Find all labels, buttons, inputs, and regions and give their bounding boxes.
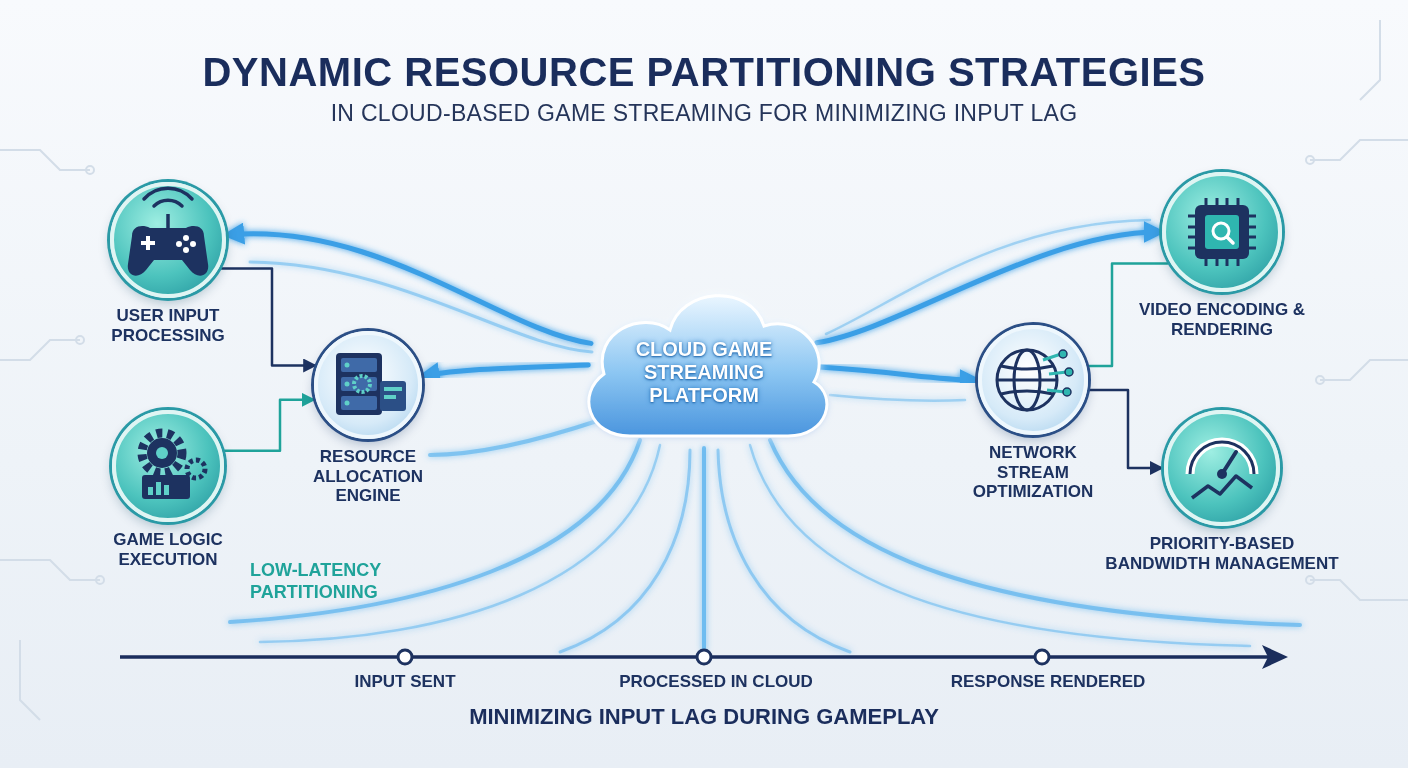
glow-stream bbox=[430, 420, 600, 455]
glow-stream bbox=[702, 448, 706, 650]
timeline-label: INPUT SENT bbox=[295, 672, 515, 692]
circuit-traces bbox=[0, 20, 1408, 720]
circuit-trace bbox=[1360, 20, 1380, 100]
flow-connector bbox=[225, 400, 313, 451]
cloud-text-group: CLOUD GAME STREAMING PLATFORM bbox=[614, 338, 794, 407]
flow-connector bbox=[222, 269, 315, 366]
circuit-trace bbox=[0, 560, 100, 580]
timeline-arrowhead bbox=[1262, 645, 1288, 669]
timeline-marker bbox=[398, 650, 412, 664]
circuit-pad bbox=[96, 576, 104, 584]
timeline-label: PROCESSED IN CLOUD bbox=[586, 672, 846, 692]
glow-streams bbox=[230, 220, 1300, 652]
circuit-trace bbox=[0, 340, 80, 360]
bandwidth-node: PRIORITY-BASED BANDWIDTH MANAGEMENT bbox=[1164, 410, 1280, 526]
stream-arrow bbox=[424, 365, 588, 376]
engine-node: RESOURCE ALLOCATION ENGINE bbox=[314, 331, 422, 439]
flow-connector bbox=[1090, 390, 1161, 468]
timeline-axis bbox=[120, 655, 1270, 659]
node-label-group: VIDEO ENCODING & RENDERING bbox=[1127, 300, 1317, 339]
node-label: NETWORK STREAM OPTIMIZATION bbox=[958, 443, 1108, 502]
globe-icon bbox=[997, 350, 1073, 410]
platform-name: CLOUD GAME STREAMING PLATFORM bbox=[614, 338, 794, 407]
chip-icon bbox=[1188, 198, 1256, 266]
timeline bbox=[120, 645, 1288, 669]
node-label-group: NETWORK STREAM OPTIMIZATION bbox=[958, 443, 1108, 502]
circuit-trace bbox=[1320, 360, 1408, 380]
circuit-pad bbox=[76, 336, 84, 344]
circuit-trace bbox=[20, 640, 40, 720]
logic-node: GAME LOGIC EXECUTION bbox=[112, 410, 224, 522]
glow-stream bbox=[250, 262, 592, 352]
timeline-marker bbox=[697, 650, 711, 664]
stream-arrow bbox=[817, 232, 1159, 343]
glow-stream bbox=[826, 220, 1150, 334]
zone-label: LOW-LATENCY PARTITIONING bbox=[250, 560, 420, 603]
server-icon bbox=[336, 353, 406, 415]
node-label: VIDEO ENCODING & RENDERING bbox=[1127, 300, 1317, 339]
gamepad-icon bbox=[128, 188, 208, 276]
gauge-icon bbox=[1190, 442, 1254, 498]
timeline-label: RESPONSE RENDERED bbox=[918, 672, 1178, 692]
circuit-pad bbox=[1316, 376, 1324, 384]
cloud-node: CLOUD GAME STREAMING PLATFORM bbox=[572, 270, 836, 450]
timeline-marker bbox=[1035, 650, 1049, 664]
glow-stream bbox=[718, 450, 850, 652]
stream-arrow bbox=[229, 234, 591, 344]
node-label: PRIORITY-BASED BANDWIDTH MANAGEMENT bbox=[1100, 534, 1345, 573]
node-label-group: PRIORITY-BASED BANDWIDTH MANAGEMENT bbox=[1100, 534, 1345, 573]
node-label: GAME LOGIC EXECUTION bbox=[93, 530, 243, 569]
diagram-caption: MINIMIZING INPUT LAG DURING GAMEPLAY bbox=[0, 704, 1408, 730]
gear-icon bbox=[142, 433, 205, 499]
stream-arrow bbox=[820, 367, 976, 380]
circuit-pad bbox=[1306, 576, 1314, 584]
circuit-trace bbox=[0, 150, 90, 170]
circuit-pad bbox=[1306, 156, 1314, 164]
glow-stream bbox=[830, 395, 965, 401]
diagram-title: DYNAMIC RESOURCE PARTITIONING STRATEGIES bbox=[0, 50, 1408, 95]
node-label: USER INPUT PROCESSING bbox=[93, 306, 243, 345]
subtitle-text: IN CLOUD-BASED GAME STREAMING FOR MINIMI… bbox=[104, 100, 1304, 127]
circuit-trace bbox=[1310, 140, 1408, 160]
node-label-group: RESOURCE ALLOCATION ENGINE bbox=[298, 447, 438, 506]
cloud-shape bbox=[589, 296, 827, 436]
node-label-group: USER INPUT PROCESSING bbox=[93, 306, 243, 345]
input-node: USER INPUT PROCESSING bbox=[110, 182, 226, 298]
circuit-trace bbox=[1310, 580, 1408, 600]
network-node: NETWORK STREAM OPTIMIZATION bbox=[978, 325, 1088, 435]
glow-stream bbox=[230, 440, 640, 622]
glow-stream bbox=[560, 450, 690, 652]
encoding-node: VIDEO ENCODING & RENDERING bbox=[1162, 172, 1282, 292]
node-label-group: GAME LOGIC EXECUTION bbox=[93, 530, 243, 569]
glow-stream bbox=[260, 445, 660, 642]
circuit-pad bbox=[86, 166, 94, 174]
node-label: RESOURCE ALLOCATION ENGINE bbox=[298, 447, 438, 506]
